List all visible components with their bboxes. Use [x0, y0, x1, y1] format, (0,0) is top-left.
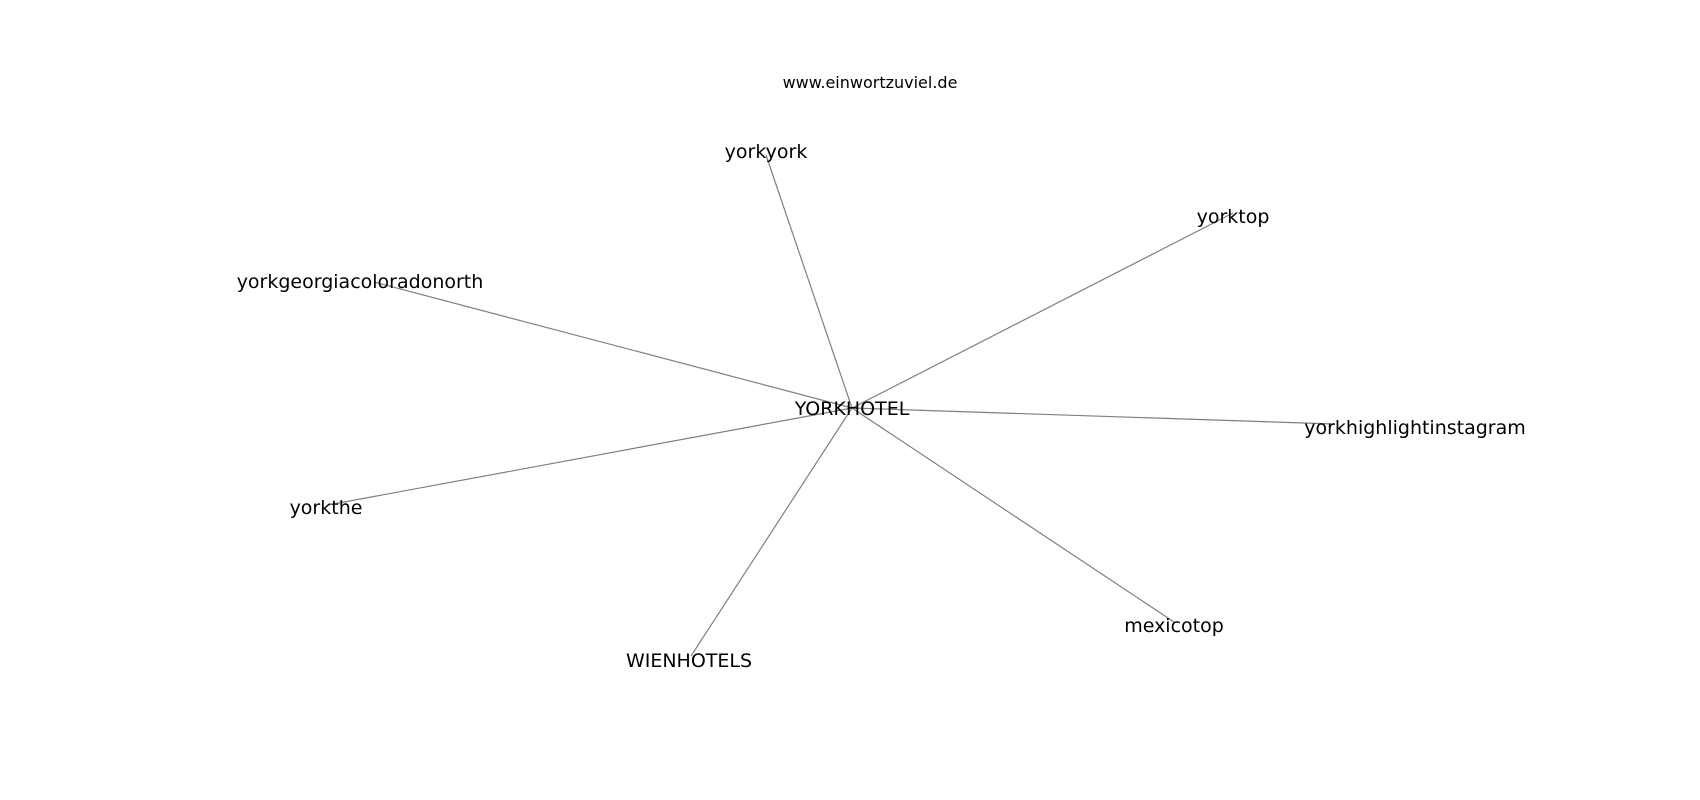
graph-caption: www.einwortzuviel.de	[783, 73, 958, 92]
edge-n0-n2	[851, 212, 1234, 409]
node-label: yorktop	[1197, 206, 1270, 228]
edge-n0-n1	[765, 154, 853, 409]
node-label: yorkyork	[725, 141, 808, 163]
node-label: yorkhighlightinstagram	[1304, 417, 1526, 439]
edge-n0-n4	[851, 407, 1335, 425]
center-node-label: YORKHOTEL	[794, 398, 910, 420]
edge-n0-n7	[690, 407, 853, 657]
edge-n0-n5	[327, 407, 853, 506]
node-label: WIENHOTELS	[626, 650, 752, 672]
node-label: mexicotop	[1124, 615, 1224, 637]
node-label: yorkgeorgiacoloradonorth	[237, 271, 484, 293]
edge-n0-n3	[373, 281, 853, 409]
edge-n0-n6	[851, 407, 1175, 623]
edges-group	[327, 154, 1335, 657]
labels-group: YORKHOTEL yorkyork yorktop yorkgeorgiacolor…	[237, 141, 1526, 672]
node-label: yorkthe	[290, 497, 363, 519]
